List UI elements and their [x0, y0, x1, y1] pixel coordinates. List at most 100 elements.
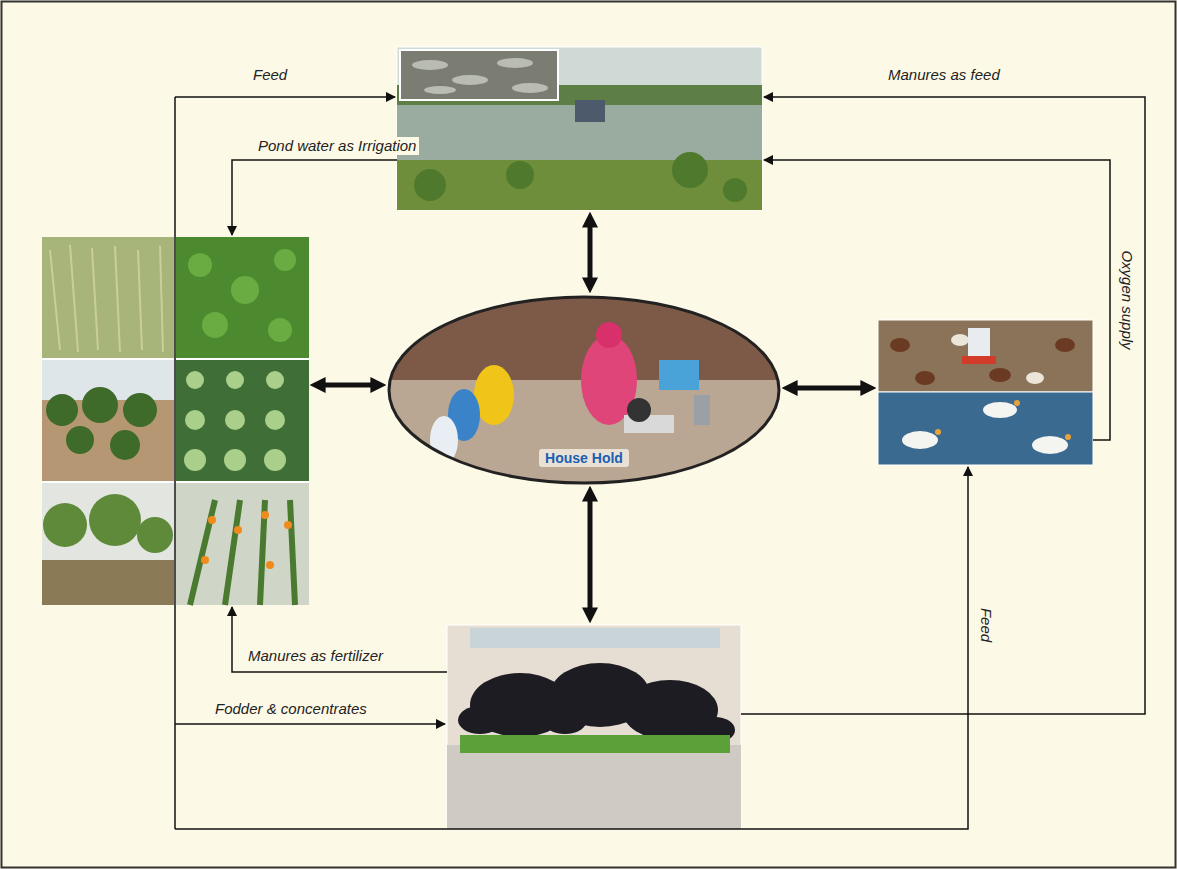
crop-photos	[202, 312, 228, 338]
buffalo-photo	[458, 663, 735, 743]
crop-photos	[208, 516, 216, 524]
flow-label: Manures as feed	[885, 66, 1003, 84]
buffalo-photo	[543, 706, 587, 734]
crop-photos	[43, 494, 173, 553]
poultry-photo	[890, 338, 910, 352]
poultry-photo	[935, 400, 1071, 440]
flow-label: Pond water as Irrigation	[255, 137, 419, 155]
crop-photos	[92, 248, 98, 350]
crop-photos	[261, 511, 269, 519]
flow-arrows	[175, 96, 395, 98]
crop-photos	[70, 245, 78, 352]
crop-photos	[110, 430, 140, 460]
crop-photos	[231, 276, 259, 304]
fish-pond-photo	[397, 47, 762, 210]
crop-photos	[176, 360, 309, 481]
flow-arrows	[741, 97, 1145, 714]
flow-arrows	[175, 723, 445, 725]
poultry-photo	[1032, 436, 1068, 454]
crop-photos	[201, 511, 292, 569]
fish-pond-photo	[412, 58, 548, 94]
household-photo	[474, 365, 514, 425]
household-photo	[694, 395, 710, 425]
poultry-photo	[902, 431, 938, 449]
flow-label: Oxygen supply	[1118, 247, 1136, 352]
poultry-photo	[1014, 400, 1020, 406]
crop-photos	[176, 483, 309, 605]
poultry-photo	[878, 392, 1093, 465]
buffalo-photo	[447, 625, 741, 829]
crop-photos	[42, 360, 174, 481]
crop-photos	[225, 500, 240, 605]
poultry-photo	[968, 328, 990, 358]
crop-photos	[266, 371, 284, 389]
flow-arrows	[232, 607, 447, 672]
buffalo-photo	[460, 735, 730, 753]
flow-arrows	[175, 467, 968, 829]
poultry-photo	[962, 356, 996, 364]
exchange-arrows	[588, 218, 593, 287]
crop-photos	[184, 449, 206, 471]
fish-pond-photo	[414, 169, 446, 201]
crop-photos	[138, 250, 142, 350]
household-outline	[389, 297, 779, 483]
crop-photos	[160, 246, 163, 352]
crop-photos	[137, 517, 173, 553]
flow-label: Manures as fertilizer	[245, 647, 386, 665]
buffalo-photo	[447, 625, 741, 829]
crop-photos	[225, 410, 245, 430]
poultry-photo	[989, 368, 1011, 382]
crop-photos	[50, 245, 163, 352]
crop-photos	[82, 387, 118, 423]
poultry-photo	[902, 402, 1068, 454]
crop-photos	[184, 371, 286, 471]
crop-photos	[43, 503, 87, 547]
flow-label: Fodder & concentrates	[212, 700, 370, 718]
buffalo-photo	[470, 628, 720, 648]
poultry-photo	[915, 371, 935, 385]
fish-pond-photo	[512, 83, 548, 93]
poultry-photo	[935, 429, 941, 435]
crop-photos	[290, 500, 295, 605]
node-title: House Hold	[539, 449, 629, 467]
flow-arrows	[232, 160, 397, 235]
buffalo-photo	[458, 706, 502, 734]
crop-photos	[186, 371, 204, 389]
poultry-photo	[1065, 434, 1071, 440]
fish-pond-photo	[506, 161, 534, 189]
buffalo-photo	[447, 745, 741, 829]
flow-arrows	[174, 97, 176, 829]
crop-photos	[264, 449, 286, 471]
crop-photos	[268, 318, 292, 342]
crop-photos	[201, 556, 209, 564]
fish-pond-photo	[497, 58, 533, 68]
crop-photos	[266, 561, 274, 569]
crop-photos	[42, 483, 174, 605]
crop-photos	[89, 494, 141, 546]
fish-pond-photo	[424, 86, 456, 94]
fish-pond-photo	[723, 178, 747, 202]
fish-pond-photo	[412, 60, 448, 70]
household-oval: House Hold	[387, 295, 781, 485]
crop-photos	[42, 560, 174, 605]
fish-pond-photo	[575, 100, 605, 122]
crop-photos	[274, 249, 296, 271]
household-photo	[659, 360, 699, 390]
flow-label: Feed	[977, 605, 995, 645]
exchange-arrows	[316, 218, 870, 617]
household-photo	[596, 322, 622, 348]
crop-photos	[176, 237, 309, 358]
fish-pond-photo	[397, 47, 762, 210]
flow-label: Feed	[250, 66, 290, 84]
crop-photos	[115, 246, 120, 352]
crop-photos	[234, 526, 242, 534]
exchange-arrows	[788, 386, 870, 391]
crop-photos	[185, 410, 205, 430]
household-body: House Hold	[387, 295, 781, 485]
poultry-photo	[1026, 372, 1044, 384]
household-photo	[627, 398, 651, 422]
crop-photos	[188, 249, 296, 342]
crop-photos	[46, 394, 78, 426]
